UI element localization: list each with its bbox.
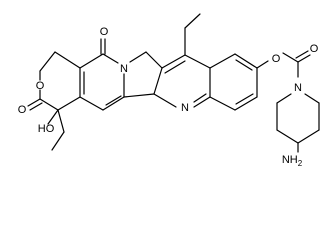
pyridone-ring-bonds	[79, 53, 125, 111]
atom-o-lactone-carbonyl: O	[18, 104, 27, 116]
benzo-ring-bonds	[209, 53, 258, 111]
lactone-ring-bonds	[39, 51, 81, 111]
atom-n-ring: N	[120, 63, 128, 75]
atom-hydroxyl: HO	[38, 123, 55, 135]
atom-n-piperidine: N	[294, 82, 302, 94]
atom-o-ester: O	[272, 53, 281, 65]
atom-amine: NH2	[282, 154, 303, 168]
carbamate-bonds	[256, 50, 311, 78]
amine-subscript: 2	[298, 159, 303, 168]
piperidine-ring-bonds	[276, 93, 320, 153]
atom-n-quinoline: N	[181, 102, 189, 114]
amine-nh-text: NH	[282, 154, 298, 166]
ketone-bond	[100, 38, 106, 55]
structure-svg: O O O N N HO O O N NH2	[18, 13, 320, 168]
c20-substituent-bonds	[47, 109, 65, 151]
lactone-carbonyl-bond	[27, 98, 43, 111]
molecule-diagram: O O O N N HO O O N NH2	[18, 13, 320, 168]
five-ring-bonds	[123, 51, 163, 98]
atom-o-ketone: O	[100, 26, 109, 38]
atom-o-carbamate-carbonyl: O	[310, 43, 319, 55]
atom-o-lactone-ring: O	[36, 80, 45, 92]
c7-ethyl-bonds	[184, 13, 201, 56]
pyridine-ring-bonds	[153, 54, 211, 108]
